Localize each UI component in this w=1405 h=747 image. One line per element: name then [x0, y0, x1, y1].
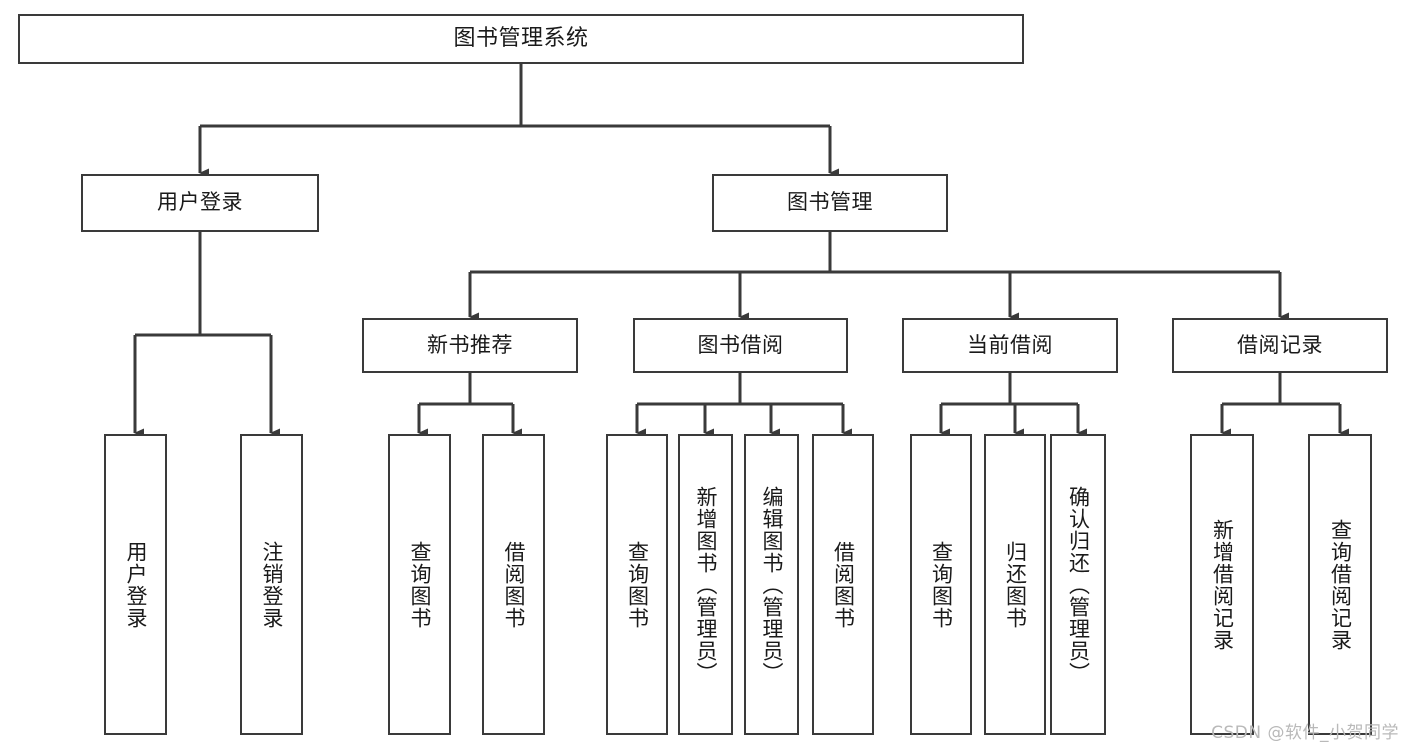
node-c_query[interactable]: 查询图书 [910, 434, 972, 735]
node-label-user_login: 用户登录 [157, 190, 243, 215]
node-n_borrow[interactable]: 借阅图书 [482, 434, 545, 735]
node-label-c_return: 归还图书 [1003, 540, 1028, 629]
node-b_lend[interactable]: 借阅图书 [812, 434, 874, 735]
node-label-new_rec: 新书推荐 [427, 332, 513, 357]
node-records[interactable]: 借阅记录 [1172, 318, 1388, 373]
node-label-current: 当前借阅 [967, 332, 1053, 357]
node-label-b_edit: 编辑图书（管理员） [759, 485, 784, 684]
node-r_add[interactable]: 新增借阅记录 [1190, 434, 1254, 735]
node-label-r_query: 查询借阅记录 [1328, 518, 1353, 651]
node-b_query[interactable]: 查询图书 [606, 434, 668, 735]
node-label-n_query: 查询图书 [407, 540, 432, 629]
node-l_logout[interactable]: 注销登录 [240, 434, 303, 735]
node-label-book_mgmt: 图书管理 [787, 190, 873, 215]
node-b_add[interactable]: 新增图书（管理员） [678, 434, 733, 735]
node-label-records: 借阅记录 [1237, 332, 1323, 357]
node-label-c_query: 查询图书 [929, 540, 954, 629]
node-new_rec[interactable]: 新书推荐 [362, 318, 578, 373]
node-label-root: 图书管理系统 [453, 25, 589, 51]
node-label-b_query: 查询图书 [625, 540, 650, 629]
node-user_login[interactable]: 用户登录 [81, 174, 319, 232]
node-label-n_borrow: 借阅图书 [501, 540, 526, 629]
node-c_confirm[interactable]: 确认归还（管理员） [1050, 434, 1106, 735]
node-label-c_confirm: 确认归还（管理员） [1066, 485, 1091, 684]
node-current[interactable]: 当前借阅 [902, 318, 1118, 373]
node-root[interactable]: 图书管理系统 [18, 14, 1024, 64]
node-label-r_add: 新增借阅记录 [1210, 518, 1235, 651]
node-label-borrow: 图书借阅 [697, 332, 784, 357]
node-label-l_login: 用户登录 [123, 540, 148, 629]
node-n_query[interactable]: 查询图书 [388, 434, 451, 735]
node-c_return[interactable]: 归还图书 [984, 434, 1046, 735]
node-l_login[interactable]: 用户登录 [104, 434, 167, 735]
node-r_query[interactable]: 查询借阅记录 [1308, 434, 1372, 735]
node-b_edit[interactable]: 编辑图书（管理员） [744, 434, 799, 735]
node-label-l_logout: 注销登录 [259, 540, 284, 629]
node-book_mgmt[interactable]: 图书管理 [712, 174, 948, 232]
node-label-b_lend: 借阅图书 [831, 540, 856, 629]
node-borrow[interactable]: 图书借阅 [633, 318, 848, 373]
node-label-b_add: 新增图书（管理员） [693, 485, 718, 684]
